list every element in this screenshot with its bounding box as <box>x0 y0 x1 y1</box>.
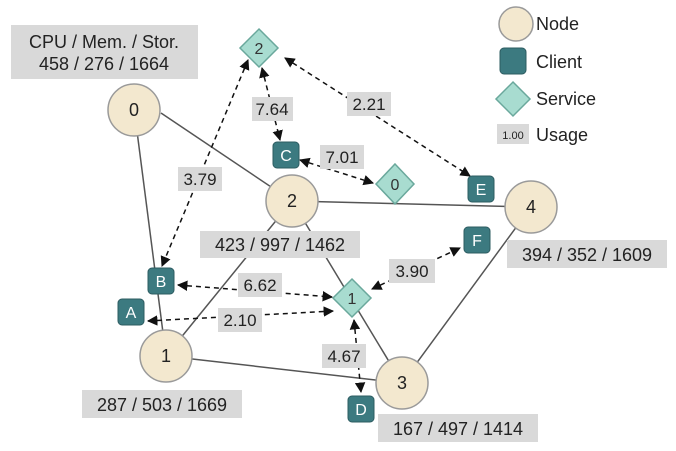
legend-usage-label: Usage <box>536 125 588 145</box>
link-3-4 <box>401 206 532 384</box>
node-3[interactable]: 3 <box>375 356 429 410</box>
client-a[interactable]: A <box>117 298 145 326</box>
nodes: 0 2 4 1 3 <box>107 83 558 410</box>
legend-client-label: Client <box>536 52 582 72</box>
clients: A B C D E F <box>117 141 495 423</box>
flow-arrows <box>146 57 471 394</box>
client-label: A <box>126 305 137 322</box>
node-label: 3 <box>397 373 407 393</box>
client-f[interactable]: F <box>463 226 491 254</box>
node-icon <box>498 6 534 42</box>
flow-c-s0 <box>298 157 375 186</box>
node-2[interactable]: 2 <box>265 174 319 228</box>
usage-label-s2-b: 3.79 <box>178 167 222 191</box>
node-label: 0 <box>129 100 139 120</box>
legend-client: Client <box>499 47 582 75</box>
usage-label-c-s0: 7.01 <box>320 145 364 169</box>
usage-value: 3.79 <box>183 170 216 189</box>
usage-label-s2-e: 2.21 <box>347 92 391 116</box>
legend-node: Node <box>498 6 579 42</box>
node-2-resources: 423 / 997 / 1462 <box>200 231 360 258</box>
legend-service-label: Service <box>536 89 596 109</box>
service-2[interactable]: 2 <box>238 27 280 69</box>
legend-usage-sample: 1.00 <box>502 130 523 142</box>
node-1-resources: 287 / 503 / 1669 <box>82 390 242 418</box>
legend-service: Service <box>494 80 596 118</box>
client-label: F <box>472 233 482 250</box>
flow-b-s1 <box>176 280 334 302</box>
usage-value: 7.64 <box>255 100 288 119</box>
usage-value: 2.21 <box>352 95 385 114</box>
usage-label-b-s1: 6.62 <box>238 273 282 297</box>
resource-header: CPU / Mem. / Stor. <box>29 32 179 52</box>
client-b[interactable]: B <box>147 267 175 295</box>
legend: Node Client Service 1.00 Usage <box>494 6 596 145</box>
client-d[interactable]: D <box>347 395 375 423</box>
usage-labels: 7.64 2.21 3.79 7.01 6.62 2.10 3.90 4.67 <box>178 92 435 368</box>
flow-s2-e <box>284 57 471 177</box>
resource-values: 394 / 352 / 1609 <box>522 245 652 265</box>
usage-value: 4.67 <box>327 347 360 366</box>
node-0-resources: CPU / Mem. / Stor. 458 / 276 / 1664 <box>11 25 198 79</box>
node-4[interactable]: 4 <box>504 180 558 234</box>
legend-node-label: Node <box>536 14 579 34</box>
node-0[interactable]: 0 <box>107 83 161 137</box>
legend-usage: 1.00 Usage <box>497 124 588 145</box>
node-label: 1 <box>161 346 171 366</box>
usage-label-a-s1: 2.10 <box>218 308 262 332</box>
resource-values: 167 / 497 / 1414 <box>393 419 523 439</box>
client-label: C <box>280 148 292 165</box>
usage-label-s1-d: 4.67 <box>322 344 366 368</box>
usage-value: 7.01 <box>325 148 358 167</box>
node-label: 2 <box>287 191 297 211</box>
link-1-2 <box>165 200 293 357</box>
client-e[interactable]: E <box>467 175 495 203</box>
link-2-4 <box>291 200 532 208</box>
service-icon <box>494 80 532 118</box>
client-c[interactable]: C <box>272 141 300 169</box>
service-1[interactable]: 1 <box>331 277 373 319</box>
flow-s2-b <box>160 59 250 267</box>
usage-value: 2.10 <box>223 311 256 330</box>
service-0[interactable]: 0 <box>374 162 416 206</box>
usage-label-s1-f: 3.90 <box>389 259 435 283</box>
client-icon <box>499 47 527 75</box>
service-label: 0 <box>391 177 400 194</box>
usage-value: 6.62 <box>243 276 276 295</box>
resource-values: 423 / 997 / 1462 <box>215 235 345 255</box>
link-1-3 <box>165 355 403 384</box>
client-label: B <box>156 274 167 291</box>
resource-values: 458 / 276 / 1664 <box>39 54 169 74</box>
resource-boxes: CPU / Mem. / Stor. 458 / 276 / 1664 423 … <box>11 25 667 442</box>
node-1[interactable]: 1 <box>139 329 193 383</box>
node-3-resources: 167 / 497 / 1414 <box>378 414 538 442</box>
resource-values: 287 / 503 / 1669 <box>97 395 227 415</box>
usage-icon <box>497 124 529 144</box>
service-label: 1 <box>348 291 357 308</box>
node-4-resources: 394 / 352 / 1609 <box>507 240 667 268</box>
usage-label-s2-c: 7.64 <box>252 97 293 121</box>
services: 2 0 1 <box>238 27 416 319</box>
client-label: E <box>476 182 487 199</box>
node-label: 4 <box>526 197 536 217</box>
client-label: D <box>355 402 367 419</box>
service-label: 2 <box>255 41 264 58</box>
usage-value: 3.90 <box>395 262 428 281</box>
